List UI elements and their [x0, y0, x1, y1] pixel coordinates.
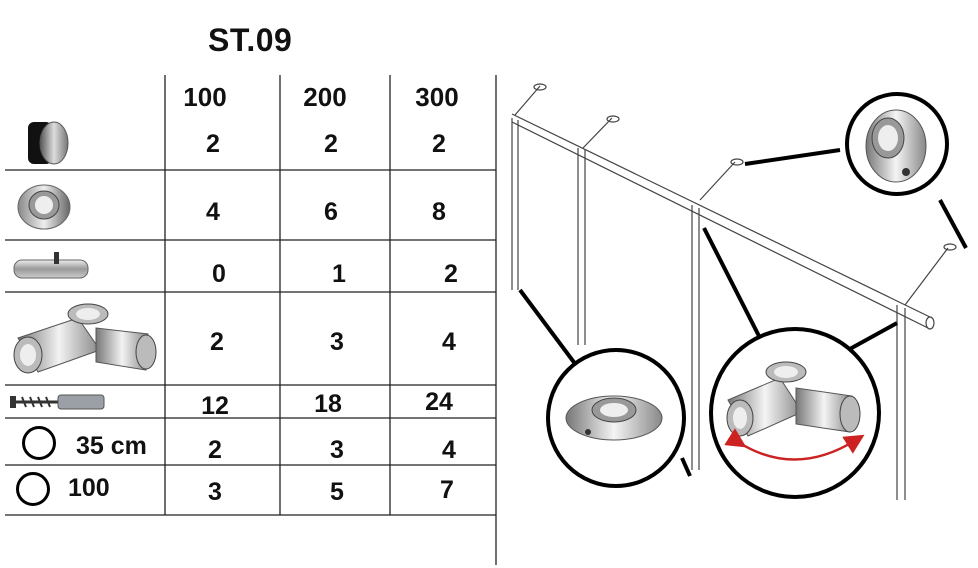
joint-callout	[709, 327, 881, 499]
tube-connector-icon	[13, 252, 89, 279]
row-6-col-200: 3	[330, 436, 344, 464]
row-2-col-300: 8	[432, 198, 446, 226]
post-tube-icon	[22, 426, 56, 460]
row-7-col-200: 5	[330, 478, 344, 506]
end-cap-icon	[28, 121, 69, 165]
row-1-col-300: 2	[432, 130, 446, 158]
row-4-col-300: 4	[442, 328, 456, 356]
row-6-col-300: 4	[442, 436, 456, 464]
screw-with-dowel-icon	[10, 394, 105, 410]
handrail	[511, 113, 935, 330]
row-5-col-200: 18	[314, 390, 342, 418]
row-7-col-300: 7	[440, 476, 454, 504]
row-2-col-200: 6	[324, 198, 338, 226]
three-way-adjustable-joint-icon	[13, 303, 157, 374]
row-3-col-200: 1	[332, 260, 346, 288]
column-header-300: 300	[415, 82, 459, 112]
flange-callout-top	[845, 92, 949, 196]
row-5-col-100: 12	[201, 392, 229, 420]
callout-lines	[518, 148, 968, 477]
rotation-arrow	[724, 428, 865, 461]
flange-callout-bottom	[546, 348, 686, 488]
post-tube-length-label: 35 cm	[76, 432, 147, 460]
posts	[511, 118, 906, 500]
row-5-col-300: 24	[425, 388, 453, 416]
post-caps	[514, 83, 957, 306]
row-3-col-300: 2	[444, 260, 458, 288]
column-header-200: 200	[303, 82, 347, 112]
wall-flange-icon	[17, 184, 71, 230]
row-1-col-200: 2	[324, 130, 338, 158]
row-4-col-200: 3	[330, 328, 344, 356]
page-title: ST.09	[208, 22, 293, 58]
rail-tube-icon	[16, 472, 50, 506]
row-1-col-100: 2	[206, 130, 220, 158]
table-grid	[5, 75, 497, 565]
row-7-col-100: 3	[208, 478, 222, 506]
column-header-100: 100	[183, 82, 227, 112]
rail-tube-length-label: 100	[68, 474, 110, 502]
row-3-col-100: 0	[212, 260, 226, 288]
row-4-col-100: 2	[210, 328, 224, 356]
row-6-col-100: 2	[208, 436, 222, 464]
row-2-col-100: 4	[206, 198, 220, 226]
